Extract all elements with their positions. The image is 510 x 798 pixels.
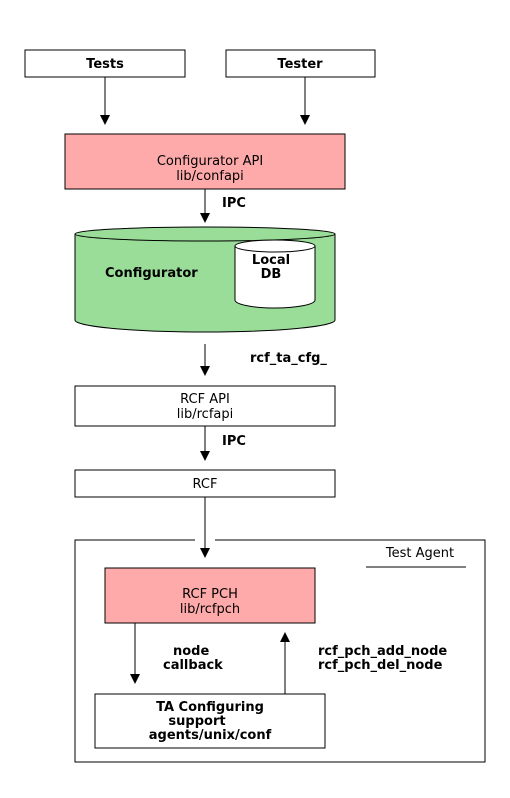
rcf-api-path: lib/rcfapi	[177, 407, 233, 422]
ta-configuring-support: support	[168, 714, 225, 729]
tester-label: Tester	[277, 57, 323, 72]
rcf-pch-node: RCF PCH lib/rcfpch	[104, 567, 316, 624]
rcf-api-node: RCF API lib/rcfapi	[74, 385, 336, 427]
rcf-pch-path: lib/rcfpch	[180, 602, 240, 617]
node-callback-label-2: callback	[163, 658, 223, 673]
test-agent-container: Test Agent	[74, 539, 486, 763]
configurator-api-node: Configurator API lib/confapi	[64, 133, 346, 190]
local-db-label-2: DB	[261, 267, 282, 282]
rcf-api-title: RCF API	[180, 392, 230, 407]
test-agent-label: Test Agent	[385, 546, 454, 561]
rcf-ta-cfg-label: rcf_ta_cfg_	[250, 351, 327, 366]
ta-configuring-path: agents/unix/conf	[149, 728, 272, 743]
local-db-node: Local DB	[234, 239, 316, 309]
ta-configuring-title: TA Configuring	[156, 700, 264, 715]
ipc-label-1: IPC	[222, 196, 246, 211]
local-db-label-1: Local	[252, 253, 290, 268]
tests-label: Tests	[86, 57, 124, 72]
rcf-node: RCF	[74, 469, 336, 498]
rcf-label: RCF	[193, 477, 218, 492]
ipc-label-2: IPC	[222, 434, 246, 449]
tests-node: Tests	[24, 49, 186, 78]
configurator-label: Configurator	[105, 266, 198, 281]
ta-configuring-node: TA Configuring support agents/unix/conf	[94, 693, 326, 749]
pch-del-node-label: rcf_pch_del_node	[318, 658, 443, 673]
pch-add-node-label: rcf_pch_add_node	[318, 644, 447, 659]
tester-node: Tester	[225, 49, 376, 78]
node-callback-label-1: node	[173, 644, 209, 659]
configurator-api-path: lib/confapi	[176, 169, 244, 184]
configurator-api-title: Configurator API	[157, 154, 263, 169]
rcf-pch-title: RCF PCH	[182, 587, 238, 602]
